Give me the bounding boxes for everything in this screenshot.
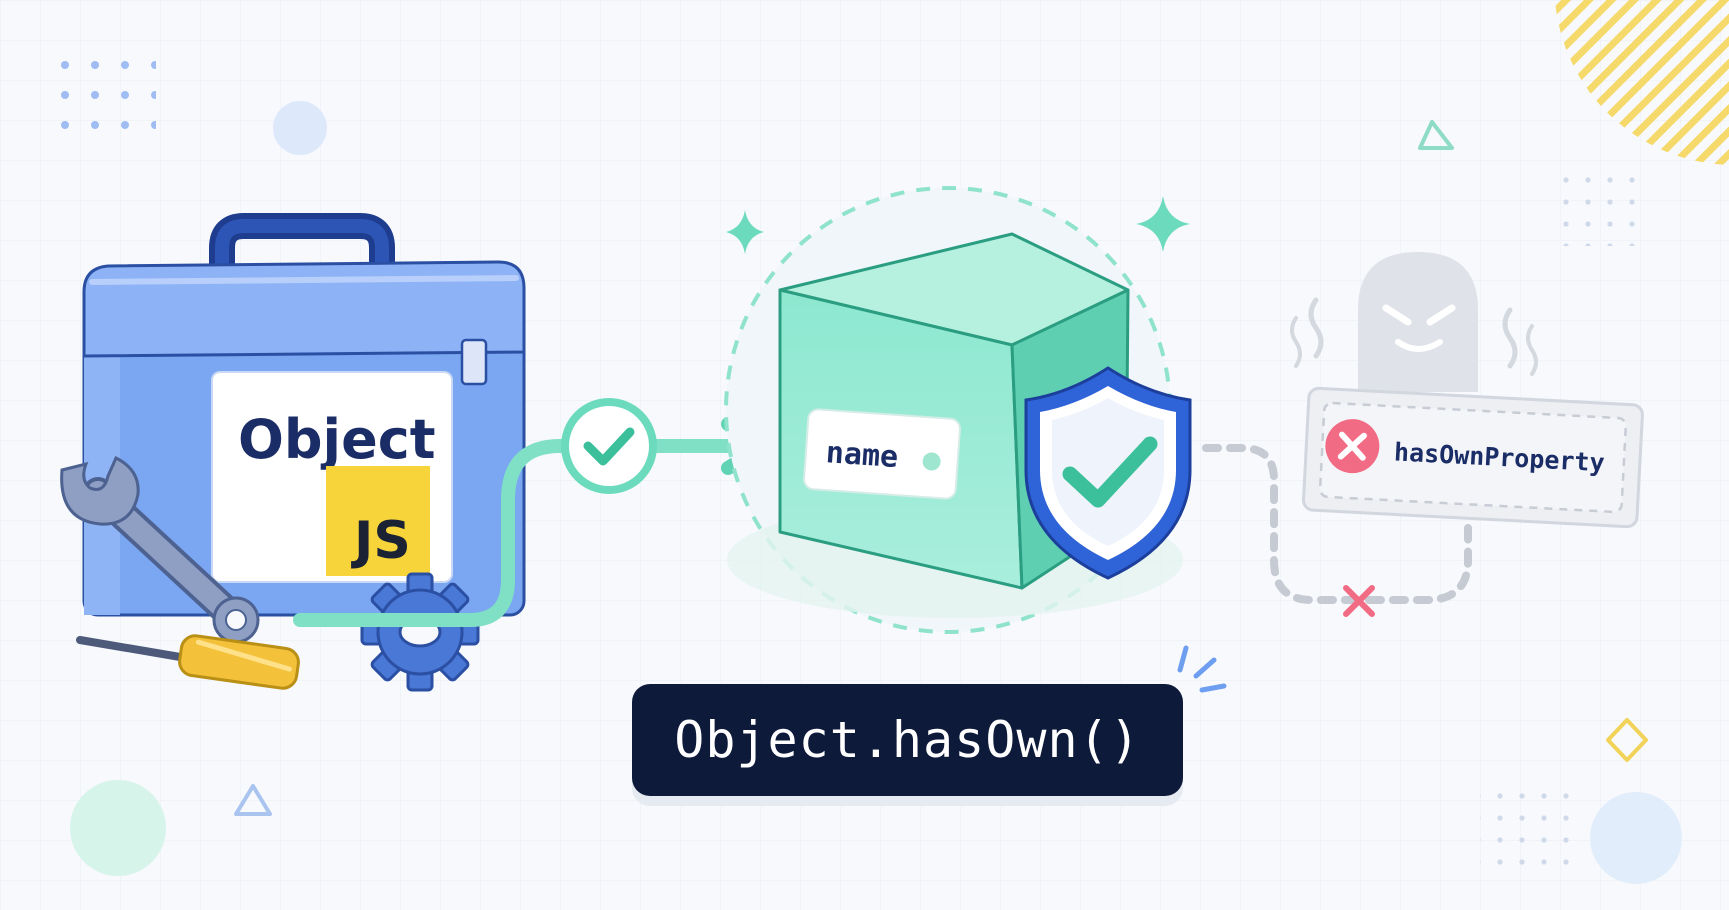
connector-line (293, 439, 759, 627)
code-method-label: Object.hasOwn() (674, 711, 1141, 769)
x-circle-icon (1325, 419, 1380, 474)
js-badge-label: JS (351, 511, 411, 571)
check-circle-icon (561, 398, 657, 494)
blocked-connector (1202, 444, 1472, 604)
legacy-method-card: hasOwnProperty (1301, 386, 1644, 529)
wrench-icon (60, 455, 260, 644)
sparkle-right (1136, 196, 1190, 252)
decor-circle-blue (273, 101, 327, 155)
decor-dot-grid-right (1555, 176, 1645, 246)
shield-check-icon (1024, 366, 1192, 580)
property-tag: name (803, 408, 961, 500)
decor-triangle-bottom-left (234, 784, 272, 816)
decor-circle-mint (70, 780, 166, 876)
toolbox-label: Object (238, 408, 436, 471)
highlight-burst (1177, 645, 1227, 693)
screwdriver-icon (76, 634, 300, 690)
sparkle-left (726, 210, 764, 254)
decor-diamond-right (1606, 718, 1648, 762)
decor-circle-blue-bottom-right (1590, 792, 1682, 884)
toolbox-label-card: Object JS (211, 371, 453, 583)
gear-icon (360, 572, 480, 692)
decor-dot-grid-top-left (44, 44, 156, 144)
cross-mark-icon (1343, 585, 1375, 617)
decor-triangle-top-right (1418, 120, 1454, 150)
js-badge (326, 466, 430, 576)
decor-dot-grid-bottom-right (1480, 790, 1580, 870)
ghost-icon (1290, 252, 1538, 392)
property-name-label: name (825, 435, 900, 475)
code-snippet-pill: Object.hasOwn() (632, 684, 1183, 796)
